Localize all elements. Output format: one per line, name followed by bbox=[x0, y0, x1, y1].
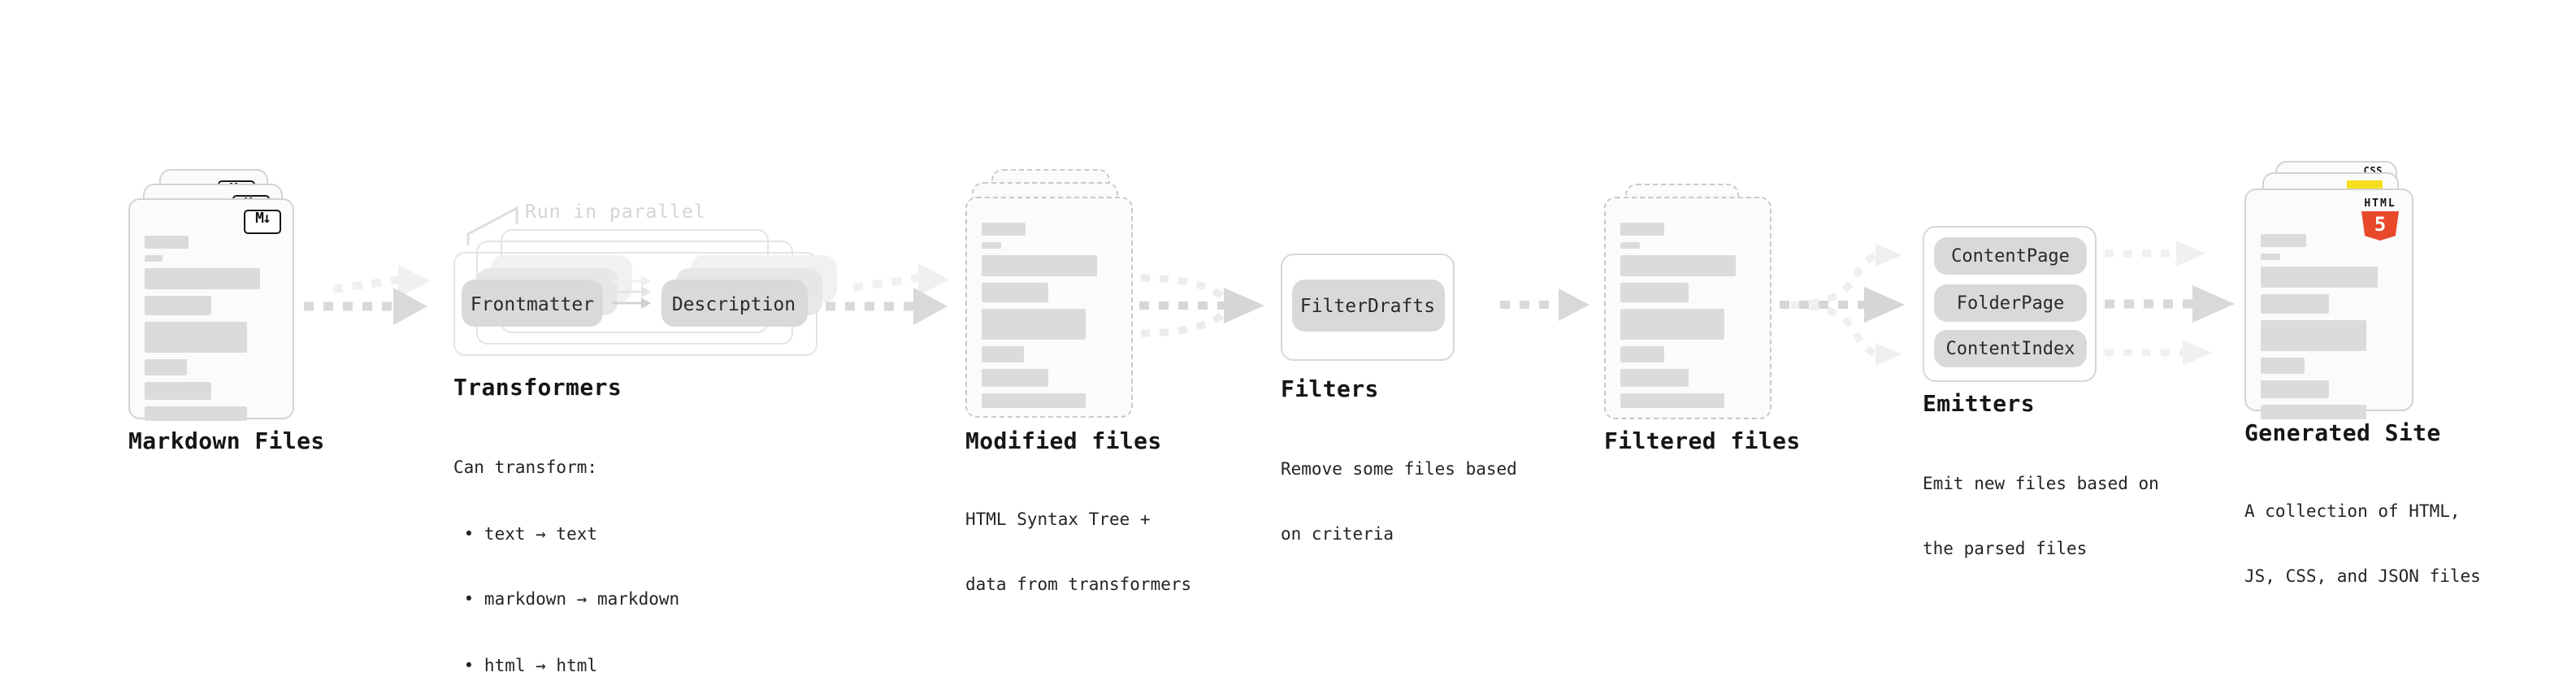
modified-files-description: HTML Syntax Tree + data from transformer… bbox=[965, 466, 1191, 641]
arrow-modified-to-filters bbox=[1139, 274, 1264, 337]
transformers-description: Can transform: • text → text • markdown … bbox=[453, 414, 679, 681]
document-content-placeholder bbox=[2246, 190, 2412, 419]
document-content-placeholder bbox=[967, 198, 1130, 408]
desc-line: the parsed files bbox=[1923, 540, 2088, 559]
desc-line: A collection of HTML, bbox=[2244, 501, 2461, 521]
modified-file-card-front bbox=[965, 197, 1132, 418]
contentindex-pill: ContentIndex bbox=[1934, 330, 2087, 367]
description-pill: Description bbox=[661, 280, 807, 327]
arrow-filters-to-filtered bbox=[1500, 288, 1589, 321]
document-content-placeholder bbox=[1606, 198, 1770, 408]
frontmatter-pill: Frontmatter bbox=[462, 280, 603, 327]
generated-file-card-html: HTML 5 bbox=[2244, 189, 2413, 419]
arrow-emitters-to-generated bbox=[2105, 241, 2235, 366]
desc-line: Emit new files based on bbox=[1923, 474, 2159, 493]
desc-line: on criteria bbox=[1281, 525, 1394, 544]
desc-line: • text → text bbox=[453, 524, 598, 544]
stage-title-filtered-files: Filtered files bbox=[1604, 429, 1801, 455]
html5-icon-word: HTML bbox=[2364, 197, 2396, 210]
contentpage-pill: ContentPage bbox=[1934, 237, 2087, 275]
desc-line: • markdown → markdown bbox=[453, 590, 680, 609]
document-content-placeholder bbox=[130, 200, 293, 421]
html5-icon-shield: 5 bbox=[2361, 211, 2399, 241]
desc-line: • html → html bbox=[453, 656, 598, 675]
run-in-parallel-label: Run in parallel bbox=[525, 199, 706, 222]
filterdrafts-pill: FilterDrafts bbox=[1291, 279, 1444, 331]
arrow-markdown-to-transformers bbox=[304, 265, 431, 325]
stage-title-filters: Filters bbox=[1281, 377, 1379, 403]
markdown-icon: M↓ bbox=[244, 210, 281, 234]
filtered-file-card-front bbox=[1604, 197, 1772, 419]
stage-title-modified-files: Modified files bbox=[965, 429, 1162, 455]
stage-title-transformers: Transformers bbox=[453, 375, 622, 401]
emitters-description: Emit new files based on the parsed files bbox=[1923, 430, 2159, 605]
folderpage-pill: FolderPage bbox=[1934, 284, 2087, 321]
stage-title-generated-site: Generated Site bbox=[2244, 421, 2441, 447]
arrow-transformers-to-modified bbox=[826, 263, 949, 325]
markdown-file-card-front: M↓ bbox=[128, 198, 294, 421]
desc-line: HTML Syntax Tree + bbox=[965, 510, 1151, 529]
filters-description: Remove some files based on criteria bbox=[1281, 415, 1517, 591]
stage-title-markdown-files: Markdown Files bbox=[128, 429, 325, 455]
desc-line: Can transform: bbox=[453, 458, 598, 478]
stage-title-emitters: Emitters bbox=[1923, 392, 2036, 418]
html5-icon: HTML 5 bbox=[2360, 197, 2400, 241]
desc-line: data from transformers bbox=[965, 575, 1192, 595]
generated-site-description: A collection of HTML, JS, CSS, and JSON … bbox=[2244, 458, 2481, 633]
parallel-flow-arrows-icon bbox=[613, 275, 651, 309]
desc-line: JS, CSS, and JSON files bbox=[2244, 567, 2481, 587]
desc-line: Remove some files based bbox=[1281, 459, 1517, 479]
annotation-connector-line bbox=[466, 206, 518, 245]
arrow-filtered-to-emitters bbox=[1780, 244, 1905, 366]
